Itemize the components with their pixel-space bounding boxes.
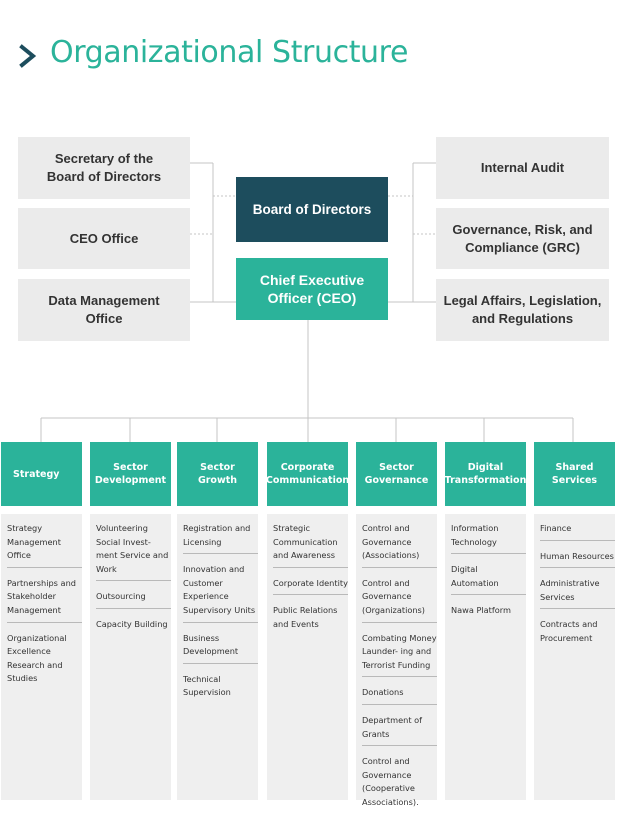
list-item: Control and Governance (Organizations)	[362, 577, 425, 615]
list-item: Outsourcing	[96, 591, 146, 602]
sector-header-sector-development: Sector Development	[90, 442, 171, 506]
ceo-box: Chief Executive Officer (CEO)	[236, 258, 388, 320]
list-item: Business Development	[183, 632, 239, 657]
list-item: Control and Governance (Cooperative Asso…	[362, 756, 419, 807]
item-divider	[7, 566, 82, 568]
list-item: Digital Automation	[451, 564, 499, 588]
list-item: Technical Supervision	[183, 673, 231, 698]
list-item: Corporate Identity	[273, 577, 348, 588]
sector-header-corporate-communication: Corporate Communication	[266, 442, 349, 506]
list-item: Nawa Platform	[451, 605, 511, 616]
list-item: Control and Governance (Associations)	[362, 523, 420, 561]
item-divider	[540, 608, 615, 610]
list-item: Contracts and Procurement	[540, 619, 598, 643]
list-item: Organizational Excellence Research and S…	[7, 632, 67, 684]
item-divider	[540, 539, 615, 541]
item-divider	[96, 607, 171, 609]
list-item: Partnerships and Stakeholder Management	[7, 577, 76, 615]
board-of-directors-box: Board of Directors	[236, 177, 388, 242]
list-item: Donations	[362, 687, 404, 698]
sector-header-sector-governance: Sector Governance	[356, 442, 437, 506]
secretary-board-box: Secretary of the Board of Directors	[18, 137, 190, 199]
item-divider	[7, 621, 82, 623]
item-divider	[540, 567, 615, 569]
list-item: Innovation and Customer Experience Super…	[183, 564, 256, 615]
list-item: Capacity Building	[96, 618, 168, 629]
item-divider	[362, 703, 437, 705]
item-divider	[96, 580, 171, 582]
list-item: Strategy Management Office	[7, 523, 61, 561]
sector-header-shared-services: Shared Services	[534, 442, 615, 506]
item-divider	[183, 621, 258, 623]
list-item: Finance	[540, 523, 572, 533]
chevron-right-icon	[19, 44, 37, 68]
item-divider	[362, 621, 437, 623]
sector-list-sector-governance: Control and Governance (Associations) Con…	[356, 514, 437, 807]
list-item: Department of Grants	[362, 714, 423, 739]
data-management-office-box: Data Management Office	[18, 279, 190, 341]
item-divider	[362, 745, 437, 747]
list-item: Volunteering Social Invest- ment Service…	[96, 523, 169, 574]
list-item: Administrative Services	[540, 578, 600, 602]
item-divider	[451, 594, 526, 596]
page-title: Organizational Structure	[50, 34, 409, 70]
item-divider	[183, 553, 258, 555]
item-divider	[362, 676, 437, 678]
grc-box: Governance, Risk, and Compliance (GRC)	[436, 208, 609, 269]
ceo-office-box: CEO Office	[18, 208, 190, 269]
sector-list-sector-development: Volunteering Social Invest- ment Service…	[90, 514, 171, 800]
sector-header-sector-growth: Sector Growth	[177, 442, 258, 506]
item-divider	[362, 566, 437, 568]
sector-header-strategy: Strategy	[1, 442, 82, 506]
internal-audit-box: Internal Audit	[436, 137, 609, 199]
item-divider	[273, 594, 348, 596]
list-item: Human Resources	[540, 550, 614, 561]
list-item: Registration and Licensing	[183, 523, 251, 547]
legal-affairs-box: Legal Affairs, Legislation, and Regulati…	[436, 279, 609, 341]
item-divider	[451, 553, 526, 555]
page-header: Organizational Structure	[18, 30, 408, 74]
list-item: Strategic Communication and Awareness	[273, 523, 338, 561]
list-item: Combating Money Launder- ing and Terrori…	[362, 632, 437, 670]
sector-header-digital-transformation: Digital Transformation	[445, 442, 526, 506]
item-divider	[183, 662, 258, 664]
list-item: Information Technology	[451, 523, 499, 547]
item-divider	[273, 566, 348, 568]
list-item: Public Relations and Events	[273, 605, 338, 629]
